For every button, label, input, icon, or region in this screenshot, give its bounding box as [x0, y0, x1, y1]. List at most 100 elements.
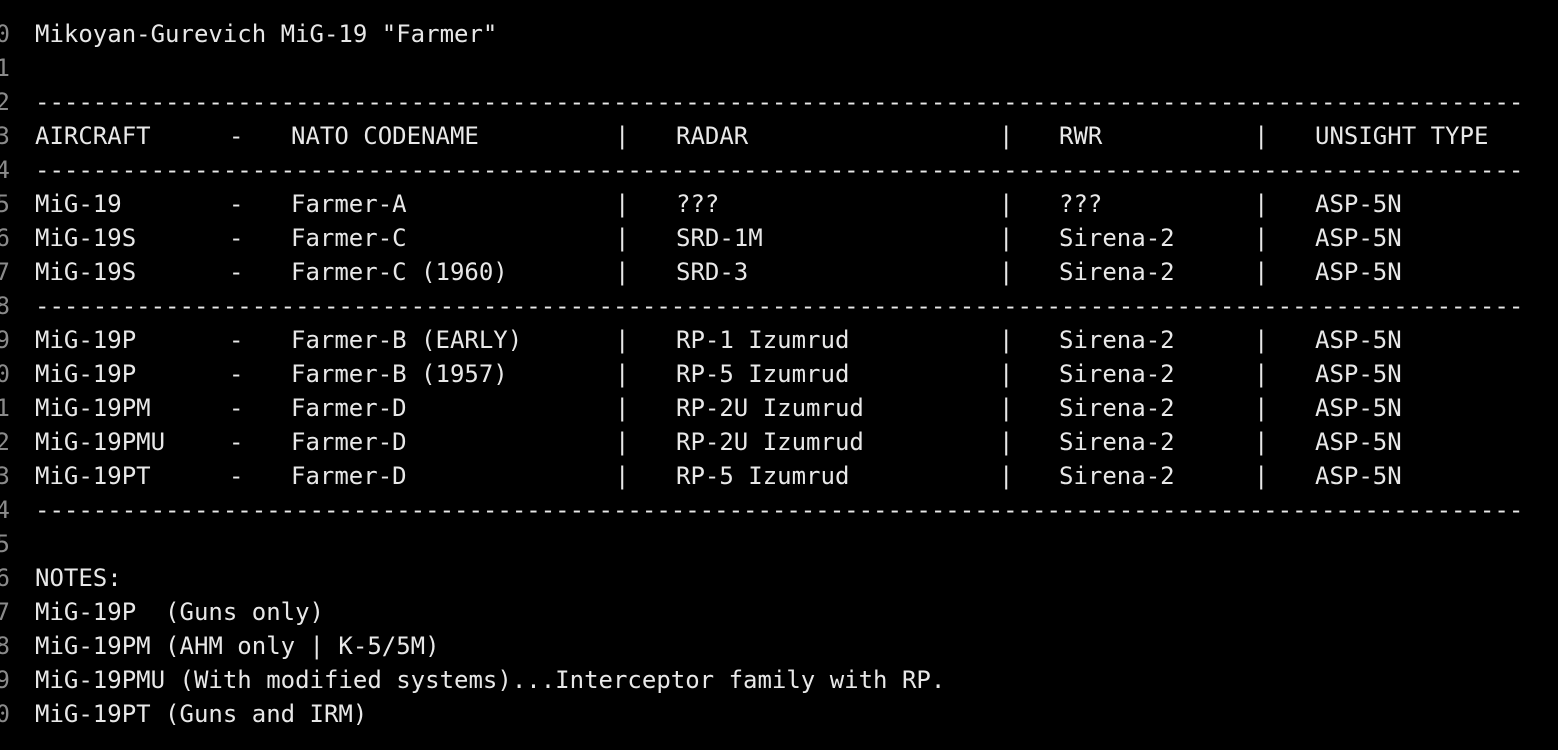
cell-aircraft: MiG-19PT [35, 462, 151, 490]
column-separator: | [615, 258, 630, 286]
column-separator: | [615, 428, 630, 456]
cell-rwr: Sirena-2 [1059, 428, 1175, 456]
line-number: 7 [0, 598, 10, 626]
column-separator: | [1254, 428, 1269, 456]
cell-nato-codename: Farmer-C (1960) [291, 258, 508, 286]
note-line: MiG-19PMU (With modified systems)...Inte… [35, 666, 946, 694]
table-row: MiG-19 - Farmer-A | ??? | ??? | ASP-5N [35, 187, 1525, 221]
cell-radar: SRD-1M [676, 224, 763, 252]
cell-sight-type: ASP-5N [1315, 360, 1402, 388]
cell-aircraft: MiG-19 [35, 190, 122, 218]
column-separator: | [615, 190, 630, 218]
cell-sight-type: ASP-5N [1315, 190, 1402, 218]
cell-aircraft: MiG-19P [35, 326, 137, 354]
header-nato-codename: NATO CODENAME [291, 122, 479, 150]
line-number: 2 [0, 428, 10, 456]
table-row: MiG-19PMU - Farmer-D | RP-2U Izumrud | S… [35, 425, 1525, 459]
cell-radar: ??? [676, 190, 720, 218]
line-number: 4 [0, 156, 10, 184]
table-row: MiG-19PT - Farmer-D | RP-5 Izumrud | Sir… [35, 459, 1525, 493]
line-number: 5 [0, 190, 10, 218]
table-row: MiG-19P - Farmer-B (1957) | RP-5 Izumrud… [35, 357, 1525, 391]
column-separator: | [1254, 190, 1269, 218]
line-number: 0 [0, 20, 10, 48]
cell-rwr: ??? [1059, 190, 1103, 218]
column-separator: | [1254, 394, 1269, 422]
cell-dash: - [229, 360, 244, 388]
cell-rwr: Sirena-2 [1059, 326, 1175, 354]
line-number: 9 [0, 326, 10, 354]
line-number: 2 [0, 88, 10, 116]
column-separator: | [615, 326, 630, 354]
line-number: 3 [0, 122, 10, 150]
cell-rwr: Sirena-2 [1059, 394, 1175, 422]
line-number: 0 [0, 360, 10, 388]
cell-radar: RP-5 Izumrud [676, 360, 850, 388]
cell-radar: RP-5 Izumrud [676, 462, 850, 490]
column-separator: | [615, 462, 630, 490]
line-number: 0 [0, 700, 10, 728]
cell-nato-codename: Farmer-B (1957) [291, 360, 508, 388]
line-number: 6 [0, 224, 10, 252]
cell-sight-type: ASP-5N [1315, 462, 1402, 490]
column-separator: | [1254, 326, 1269, 354]
cell-rwr: Sirena-2 [1059, 224, 1175, 252]
line-number-gutter: 0 1 2 3 4 5 6 7 8 9 0 1 2 3 4 5 6 7 8 9 … [0, 0, 10, 750]
column-separator: | [615, 224, 630, 252]
line-number: 3 [0, 462, 10, 490]
note-line: MiG-19PM (AHM only | K-5/5M) [35, 632, 440, 660]
line-number: 1 [0, 54, 10, 82]
separator-rule: ----------------------------------------… [35, 496, 1525, 524]
cell-dash: - [229, 224, 244, 252]
cell-nato-codename: Farmer-C [291, 224, 407, 252]
column-separator: | [1254, 258, 1269, 286]
column-separator: | [999, 428, 1014, 456]
cell-rwr: Sirena-2 [1059, 258, 1175, 286]
cell-dash: - [229, 394, 244, 422]
column-separator: | [999, 190, 1014, 218]
cell-aircraft: MiG-19PMU [35, 428, 166, 456]
cell-dash: - [229, 190, 244, 218]
notes-heading: NOTES: [35, 564, 122, 592]
column-separator: | [999, 224, 1014, 252]
cell-nato-codename: Farmer-D [291, 394, 407, 422]
cell-radar: RP-2U Izumrud [676, 428, 864, 456]
cell-sight-type: ASP-5N [1315, 258, 1402, 286]
cell-dash: - [229, 462, 244, 490]
separator-rule: ----------------------------------------… [35, 156, 1525, 184]
cell-nato-codename: Farmer-D [291, 428, 407, 456]
column-separator: | [999, 122, 1014, 150]
line-number: 1 [0, 394, 10, 422]
cell-nato-codename: Farmer-D [291, 462, 407, 490]
table-row: MiG-19S - Farmer-C (1960) | SRD-3 | Sire… [35, 255, 1525, 289]
table-row: MiG-19P - Farmer-B (EARLY) | RP-1 Izumru… [35, 323, 1525, 357]
cell-sight-type: ASP-5N [1315, 326, 1402, 354]
cell-dash: - [229, 428, 244, 456]
header-radar: RADAR [676, 122, 749, 150]
column-separator: | [615, 360, 630, 388]
cell-aircraft: MiG-19S [35, 258, 137, 286]
document-title: Mikoyan-Gurevich MiG-19 "Farmer" [35, 20, 498, 48]
cell-sight-type: ASP-5N [1315, 394, 1402, 422]
table-row: MiG-19S - Farmer-C | SRD-1M | Sirena-2 |… [35, 221, 1525, 255]
column-separator: | [1254, 224, 1269, 252]
cell-rwr: Sirena-2 [1059, 462, 1175, 490]
table-header: AIRCRAFT - NATO CODENAME | RADAR | RWR |… [35, 119, 1525, 153]
column-separator: | [1254, 462, 1269, 490]
header-aircraft: AIRCRAFT [35, 122, 151, 150]
cell-rwr: Sirena-2 [1059, 360, 1175, 388]
note-line: MiG-19P (Guns only) [35, 598, 324, 626]
editor-content[interactable]: Mikoyan-Gurevich MiG-19 "Farmer" -------… [35, 0, 1555, 750]
column-separator: | [999, 258, 1014, 286]
separator-rule: ----------------------------------------… [35, 292, 1525, 320]
column-separator: | [1254, 360, 1269, 388]
cell-sight-type: ASP-5N [1315, 224, 1402, 252]
header-dash: - [229, 122, 244, 150]
cell-aircraft: MiG-19P [35, 360, 137, 388]
cell-radar: RP-1 Izumrud [676, 326, 850, 354]
cell-aircraft: MiG-19S [35, 224, 137, 252]
line-number: 9 [0, 666, 10, 694]
column-separator: | [999, 462, 1014, 490]
line-number: 8 [0, 292, 10, 320]
